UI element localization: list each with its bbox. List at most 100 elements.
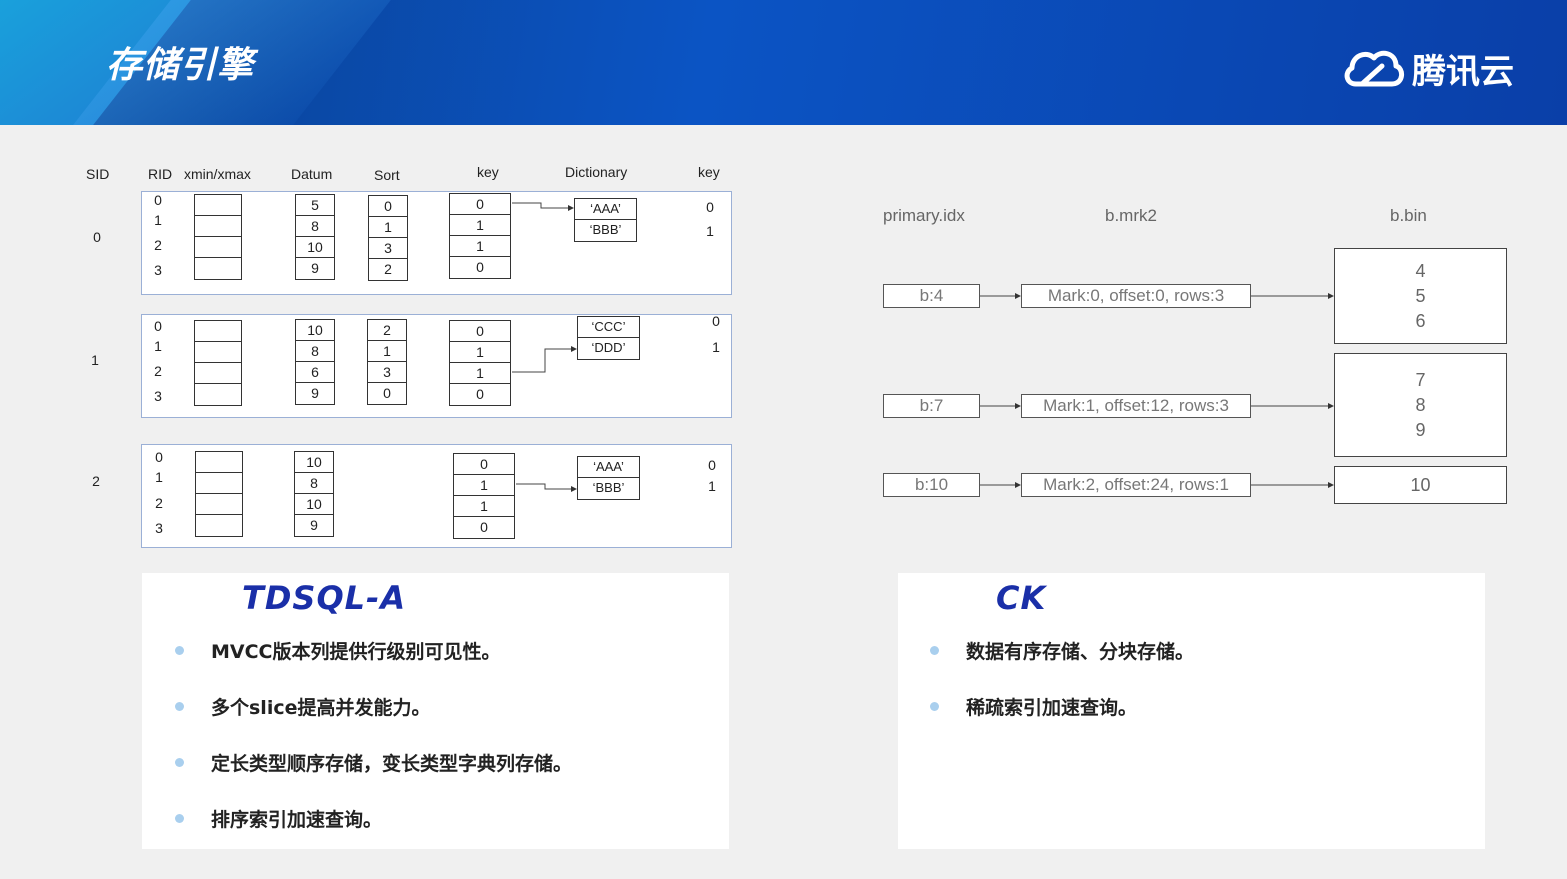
- header-b-mrk2: b.mrk2: [1105, 206, 1157, 225]
- bullet-dot: [175, 702, 184, 711]
- rid-label: 1: [154, 338, 162, 354]
- datum-cell: 9: [296, 258, 334, 279]
- bin-value: 7: [1415, 369, 1426, 390]
- bullet-dot: [930, 702, 939, 711]
- key-cell: 1: [450, 342, 510, 363]
- key-cell: 1: [450, 363, 510, 384]
- bullet-text: 稀疏索引加速查询。: [966, 697, 1138, 719]
- header-datum: Datum: [291, 166, 333, 182]
- dictionary-cell: ‘AAA’: [578, 457, 639, 478]
- dictionary-cell: ‘CCC’: [578, 317, 639, 338]
- bin-value: 5: [1415, 285, 1426, 306]
- dictionary-cell: ‘AAA’: [575, 199, 636, 220]
- header-xmin-xmax: xmin/xmax: [184, 166, 251, 182]
- sort-cell: 2: [368, 320, 406, 341]
- logo-text: 腾讯云: [1412, 51, 1514, 92]
- bullet-item: 稀疏索引加速查询。: [930, 693, 1137, 720]
- key-cell: 1: [454, 496, 514, 517]
- mark-cell: Mark:2, offset:24, rows:1: [1021, 473, 1251, 497]
- primary-idx-cell: b:7: [883, 394, 980, 418]
- datum-cell: 8: [296, 216, 334, 237]
- bullet-dot: [930, 646, 939, 655]
- bin-block: 4 5 6: [1334, 248, 1507, 344]
- rid-label: 3: [155, 520, 163, 536]
- bullet-item: 多个slice提高并发能力。: [175, 693, 430, 720]
- bin-value: 9: [1415, 419, 1426, 440]
- rid-label: 0: [154, 192, 162, 208]
- bullet-item: 数据有序存储、分块存储。: [930, 637, 1194, 664]
- bullet-text: 数据有序存储、分块存储。: [966, 641, 1195, 663]
- datum-cell: 10: [296, 320, 334, 341]
- dictionary-column: ‘AAA’‘BBB’: [577, 456, 640, 500]
- key-cell: 1: [450, 236, 510, 257]
- xmin-xmax-column: [195, 451, 243, 537]
- bullet-text: MVCC版本列提供行级别可见性。: [211, 641, 501, 663]
- sort-cell: 1: [368, 341, 406, 362]
- header-sid: SID: [86, 166, 110, 182]
- segment-sid: 0: [93, 229, 101, 245]
- xmin-cell: [195, 195, 241, 216]
- xmin-cell: [195, 363, 241, 384]
- segment-sid: 2: [92, 473, 100, 489]
- dictionary-column: ‘AAA’‘BBB’: [574, 198, 637, 242]
- xmin-cell: [195, 237, 241, 258]
- dictionary-key: 1: [712, 339, 720, 355]
- key-cell: 0: [454, 517, 514, 538]
- rid-label: 0: [154, 318, 162, 334]
- datum-cell: 10: [296, 237, 334, 258]
- header-sort: Sort: [374, 167, 400, 183]
- rid-label: 2: [155, 495, 163, 511]
- rid-label: 2: [154, 237, 162, 253]
- panel-title: TDSQL-A: [242, 579, 407, 617]
- sort-cell: 1: [369, 217, 407, 238]
- datum-cell: 10: [295, 494, 333, 515]
- xmin-cell: [196, 494, 242, 515]
- header-primary-idx: primary.idx: [883, 206, 965, 225]
- key-cell: 0: [450, 384, 510, 405]
- header-banner: 存储引擎 腾讯云: [0, 0, 1567, 125]
- rid-label: 3: [154, 262, 162, 278]
- dictionary-cell: ‘BBB’: [578, 478, 639, 499]
- bullet-item: 排序索引加速查询。: [175, 805, 382, 832]
- key-cell: 0: [454, 454, 514, 475]
- datum-cell: 9: [296, 383, 334, 404]
- tdsql-a-panel: TDSQL-A MVCC版本列提供行级别可见性。 多个slice提高并发能力。 …: [142, 573, 729, 849]
- key-cell: 1: [450, 215, 510, 236]
- dictionary-key: 0: [712, 313, 720, 329]
- bin-value: 10: [1410, 474, 1431, 495]
- header-dictionary: Dictionary: [565, 164, 628, 180]
- header-key: key: [477, 164, 499, 180]
- bin-block: 10: [1334, 466, 1507, 504]
- bin-value: 4: [1415, 260, 1426, 281]
- rid-label: 2: [154, 363, 162, 379]
- rid-label: 1: [155, 469, 163, 485]
- dictionary-key: 1: [708, 478, 716, 494]
- bin-value: 8: [1415, 394, 1426, 415]
- xmin-cell: [196, 515, 242, 536]
- bullet-item: MVCC版本列提供行级别可见性。: [175, 637, 501, 664]
- datum-cell: 5: [296, 195, 334, 216]
- datum-cell: 9: [295, 515, 333, 536]
- key-cell: 0: [450, 321, 510, 342]
- xmin-xmax-column: [194, 320, 242, 406]
- datum-cell: 8: [295, 473, 333, 494]
- key-cell: 0: [450, 194, 510, 215]
- segment-sid: 1: [91, 352, 99, 368]
- sort-cell: 0: [368, 383, 406, 404]
- mark-cell: Mark:1, offset:12, rows:3: [1021, 394, 1251, 418]
- cloud-icon: [1344, 50, 1404, 87]
- header-rid: RID: [148, 166, 173, 182]
- ck-panel: CK 数据有序存储、分块存储。 稀疏索引加速查询。: [898, 573, 1485, 849]
- xmin-xmax-column: [194, 194, 242, 280]
- xmin-cell: [195, 384, 241, 405]
- sort-cell: 0: [369, 196, 407, 217]
- rid-label: 1: [154, 212, 162, 228]
- tencent-cloud-logo: 腾讯云: [1342, 44, 1514, 92]
- datum-cell: 6: [296, 362, 334, 383]
- sort-cell: 3: [369, 238, 407, 259]
